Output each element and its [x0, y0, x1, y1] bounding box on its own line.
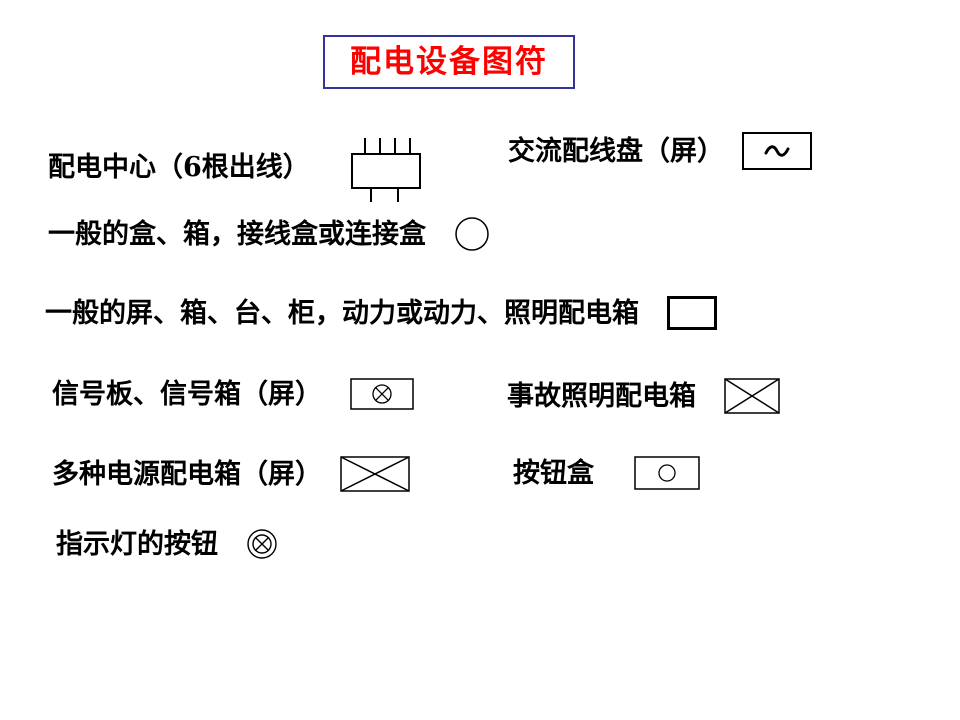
- legend-label: 一般的屏、箱、台、柜，动力或动力、照明配电箱: [45, 297, 639, 329]
- legend-label: 多种电源配电箱（屏）: [52, 458, 322, 490]
- legend-row-button-box: 按钮盒: [513, 456, 700, 490]
- emergency-lighting-panel-symbol: [724, 378, 780, 414]
- title-box: 配电设备图符: [323, 35, 575, 89]
- legend-row-general-panel: 一般的屏、箱、台、柜，动力或动力、照明配电箱: [45, 296, 717, 330]
- ac-distribution-board-symbol: [742, 132, 812, 170]
- distribution-center-symbol: [338, 132, 434, 202]
- page-title: 配电设备图符: [350, 43, 548, 80]
- button-box-symbol: [634, 456, 700, 490]
- legend-label: 信号板、信号箱（屏）: [52, 378, 322, 410]
- legend-row-ac-distribution-board: 交流配线盘（屏）: [508, 132, 812, 170]
- indicator-light-button-symbol: [246, 528, 278, 560]
- multi-source-panel-symbol: [340, 456, 410, 492]
- general-panel-symbol: [667, 296, 717, 330]
- general-box-symbol: [454, 216, 490, 252]
- legend-label: 交流配线盘（屏）: [508, 135, 724, 167]
- legend-row-indicator-light-button: 指示灯的按钮: [56, 528, 278, 560]
- legend-label: 事故照明配电箱: [507, 380, 696, 412]
- legend-row-signal-board: 信号板、信号箱（屏）: [52, 378, 414, 410]
- legend-label: 一般的盒、箱，接线盒或连接盒: [48, 218, 426, 250]
- legend-label: 按钮盒: [513, 457, 594, 489]
- legend-row-emergency-lighting-panel: 事故照明配电箱: [507, 378, 780, 414]
- signal-board-symbol: [350, 378, 414, 410]
- legend-row-multi-source-panel: 多种电源配电箱（屏）: [52, 456, 410, 492]
- legend-label: 指示灯的按钮: [56, 528, 218, 560]
- legend-row-general-box: 一般的盒、箱，接线盒或连接盒: [48, 216, 490, 252]
- legend-label: 配电中心（6根出线）: [48, 151, 310, 183]
- legend-row-distribution-center: 配电中心（6根出线）: [48, 132, 434, 202]
